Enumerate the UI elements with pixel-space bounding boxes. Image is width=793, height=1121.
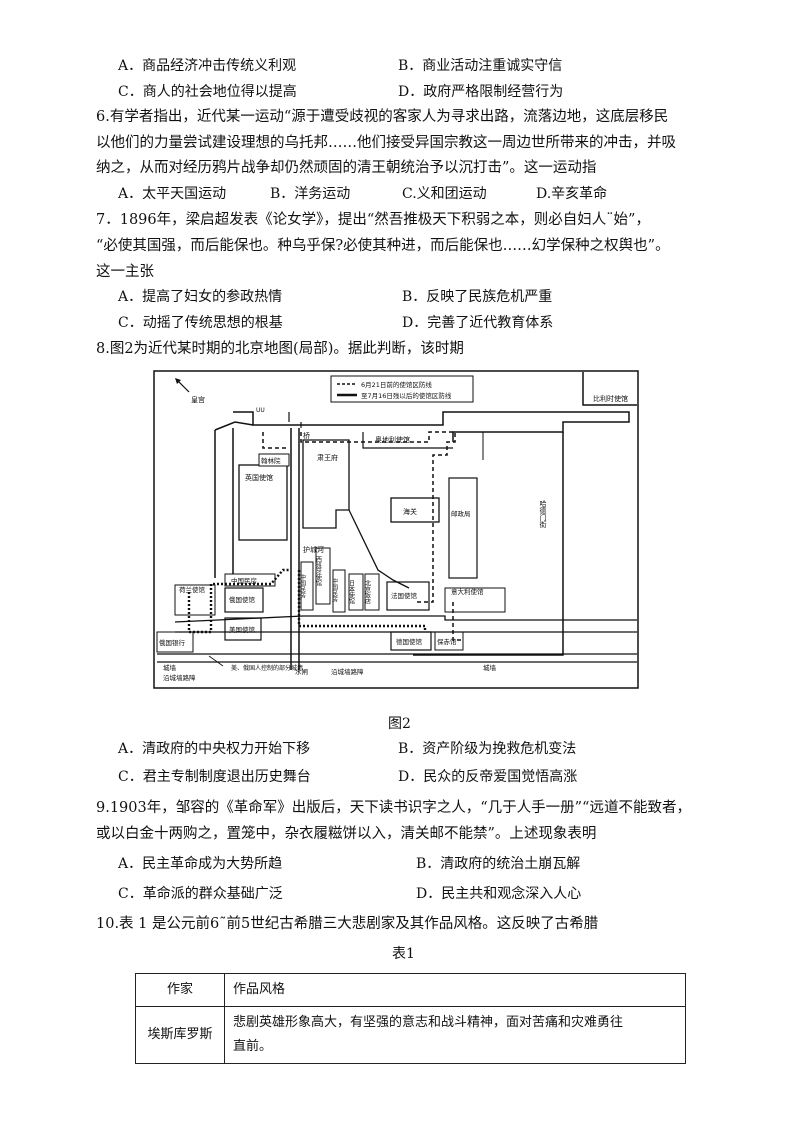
q6-stem-line1: 6.有学者指出，近代某一运动“源于遭受歧视的客家人为寻求出路，流落边地，这底层移…	[96, 109, 669, 125]
map-label-postoffice: 邮政局	[451, 509, 471, 518]
map-label-wall-left: 城墙	[163, 663, 177, 672]
map-label-russia: 俄国使馆	[229, 595, 256, 604]
q9-option-a: A．民主革命成为大势所趋	[118, 856, 283, 872]
q6-option-b: B．洋务运动	[270, 186, 351, 202]
svg-text:UU: UU	[256, 407, 265, 414]
map-label-sluice: 水闸	[295, 667, 308, 676]
q10-stem: 10.表 1 是公元前6˜前5世纪古希腊三大悲剧家及其作品风格。这反映了古希腊	[96, 916, 599, 932]
q5-option-d: D．政府严格限制经营行为	[398, 84, 564, 100]
map-label-hatamen: 哈德门街	[539, 499, 547, 529]
table-1-caption: 表1	[392, 946, 415, 962]
map-label-italy: 意大利使馆	[451, 587, 484, 596]
q6-stem-line3: 纳之，从而对经历鸦片战争却仍然顽固的清王朝统治予以沉打击”。这一运动指	[96, 160, 597, 176]
q9-option-b: B．清政府的统治土崩瓦解	[416, 856, 581, 872]
q7-option-b: B．反映了民族危机严重	[402, 289, 553, 305]
legend-before-line: 6月21日前的使馆区防线	[361, 380, 432, 389]
map-label-river: 护城河	[303, 545, 324, 554]
map-label-ru-bank: 俄国银行	[159, 638, 186, 647]
q7-stem-line2: “必使其国强，而后能保也。种乌乎保?必使其种进，而后能保也……幻学保种之权舆也”…	[96, 238, 670, 254]
beijing-legation-map: 6月21日前的使馆区防线 至7月16日残以后的使馆区防线 皇宫 比利时使馆 UU…	[153, 370, 639, 689]
map-label-spain: 西班牙使馆	[315, 556, 322, 587]
map-label-usa: 美国使馆	[229, 625, 256, 634]
table-header-author: 作家	[135, 973, 225, 1007]
q6-option-a: A．太平天国运动	[118, 186, 227, 202]
q8-option-b: B．资产阶级为挽救危机变法	[398, 741, 577, 757]
map-label-barricade-right: 沿城墙路障	[331, 667, 364, 676]
q6-option-d: D.辛亥革命	[536, 186, 608, 202]
q5-option-b: B．商业活动注重诚实守信	[398, 58, 563, 74]
table-row: 埃斯库罗斯 悲剧英雄形象高大，有坚强的意志和战斗精神，面对苦痛和灾难勇往直前。	[135, 1006, 686, 1064]
map-label-baochang: 保赤馆	[437, 637, 457, 646]
map-label-hanlin: 翰林院	[261, 456, 281, 465]
q9-stem-line1: 9.1903年，邹容的《革命军》出版后，天下读书识字之人，“几于人手一册”“远道…	[96, 800, 691, 816]
map-label-barricade-left: 沿城墙路障	[163, 673, 196, 682]
map-label-houses3: 中国民房	[231, 576, 257, 585]
q9-option-c: C．革命派的群众基础广泛	[118, 886, 283, 902]
figure-2-caption: 图2	[388, 716, 411, 732]
map-label-bridge: 桥	[303, 431, 310, 440]
q9-option-d: D．民主共和观念深入人心	[416, 886, 582, 902]
q6-stem-line2: 以他们的力量尝试建设理想的乌托邦……他们接受异国宗教这一周边世所带来的冲击，并吸	[96, 135, 676, 151]
table-1: 作家 作品风格 埃斯库罗斯 悲剧英雄形象高大，有坚强的意志和战斗精神，面对苦痛和…	[135, 973, 686, 1064]
map-label-belgium: 比利时使馆	[593, 394, 628, 403]
q7-stem-line1: 7．1896年，梁启超发表《论女学》，提出“然吾推极天下积弱之本，则必自妇人¨始…	[96, 212, 650, 228]
map-label-suwangfu: 肃王府	[317, 453, 338, 462]
map-label-palace: 皇宫	[191, 395, 205, 404]
map-label-houses1: 中国民房	[299, 573, 306, 599]
table-cell-author: 埃斯库罗斯	[135, 1006, 225, 1064]
map-label-uk: 英国使馆	[245, 473, 273, 482]
map-label-houses2: 中国民房	[331, 577, 338, 603]
q5-option-c: C．商人的社会地位得以提高	[118, 84, 297, 100]
table-cell-style: 悲剧英雄形象高大，有坚强的意志和战斗精神，面对苦痛和灾难勇往直前。	[224, 1006, 686, 1064]
q8-option-d: D．民众的反帝爱国觉悟高涨	[398, 769, 578, 785]
q8-stem: 8.图2为近代某时期的北京地图(局部)。据此判断，该时期	[96, 341, 464, 357]
q8-option-a: A．清政府的中央权力开始下移	[118, 741, 311, 757]
map-label-netherlands: 荷兰使馆	[179, 585, 206, 594]
map-label-hotel: 北京饭店	[364, 579, 371, 605]
map-label-customs: 海关	[403, 507, 417, 516]
q7-option-a: A．提高了妇女的参政热情	[118, 289, 283, 305]
map-label-japan: 日本使馆	[348, 580, 355, 605]
q9-stem-line2: 或以白金十两购之，置笼中，杂衣履糍饼以入，清关邮不能禁”。上述现象表明	[96, 826, 597, 842]
map-label-wall-right: 城墙	[483, 663, 497, 672]
q5-option-a: A．商品经济冲击传统义利观	[118, 58, 297, 74]
table-header-row: 作家 作品风格	[135, 973, 686, 1007]
q8-option-c: C．君主专制制度退出历史舞台	[118, 769, 311, 785]
q7-option-c: C．动摇了传统思想的根基	[118, 315, 283, 331]
q6-option-c: C.义和团运动	[402, 186, 487, 202]
map-label-france: 法国使馆	[391, 591, 418, 600]
map-label-germany: 德国使馆	[396, 637, 423, 646]
map-label-austria: 奥地利使馆	[375, 435, 410, 444]
table-header-style: 作品风格	[224, 973, 686, 1007]
q7-option-d: D．完善了近代教育体系	[402, 315, 554, 331]
map-label-us-ru-wall: 美、俄国人控制的部分城墙	[231, 664, 303, 672]
q7-stem-line3: 这一主张	[96, 264, 154, 280]
legend-after-line: 至7月16日残以后的使馆区防线	[361, 391, 452, 400]
